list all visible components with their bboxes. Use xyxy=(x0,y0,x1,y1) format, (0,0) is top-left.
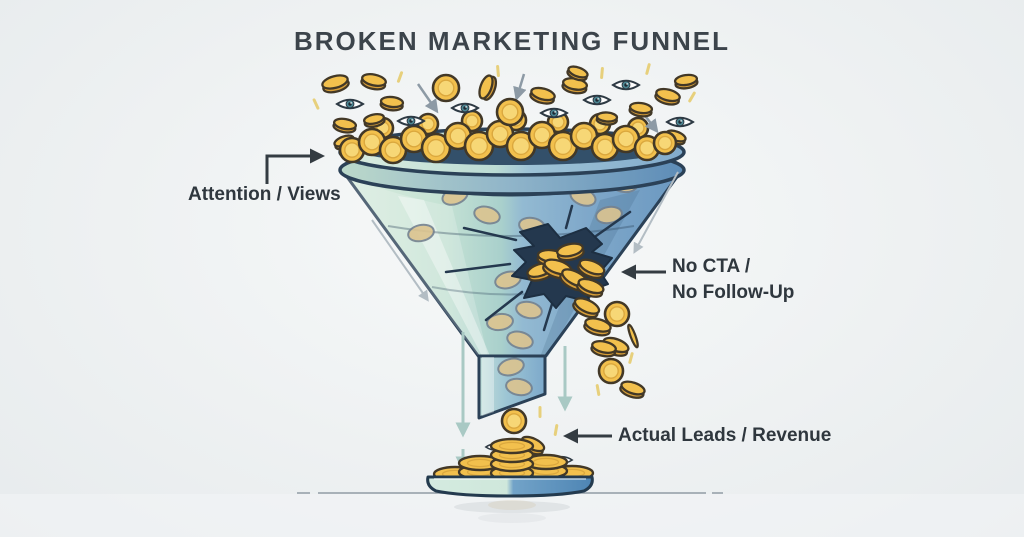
arrow-down-icon xyxy=(633,171,679,254)
coin-icon xyxy=(590,132,620,162)
diagram-title: BROKEN MARKETING FUNNEL xyxy=(294,26,730,56)
attention-arrow xyxy=(265,148,325,184)
coin-icon xyxy=(332,117,358,134)
coin-icon xyxy=(611,124,641,154)
faded-coin-icon xyxy=(506,330,534,350)
coin-icon xyxy=(321,74,350,94)
coin-icon xyxy=(363,112,386,128)
sparkle-icon xyxy=(645,63,651,75)
eye-icon xyxy=(582,94,612,106)
coin-icon xyxy=(495,97,525,127)
sparkle-icon xyxy=(688,91,696,103)
sparkle-icon xyxy=(312,98,320,110)
leaked-coin-icon xyxy=(583,317,612,337)
sparkle-icon xyxy=(538,406,542,418)
coin-icon xyxy=(673,73,699,90)
leaked-coin-icon xyxy=(597,357,625,385)
eye-icon xyxy=(611,79,641,91)
leaking-coins xyxy=(526,242,646,399)
sparkle-icon xyxy=(628,352,634,364)
faded-coin-icon xyxy=(497,357,525,377)
leaked-coin-icon xyxy=(556,242,585,262)
sparkle-icon xyxy=(595,384,601,396)
view-eyes xyxy=(335,79,695,128)
eye-icon xyxy=(335,98,365,110)
coins-inside-stem xyxy=(497,357,533,397)
faded-coin-icon xyxy=(505,377,533,397)
falling-coins xyxy=(321,65,699,134)
faded-coin-icon xyxy=(486,312,514,332)
leaked-coin-icon xyxy=(603,300,631,328)
coin-icon xyxy=(431,73,461,103)
coin-icon xyxy=(420,132,452,164)
plate xyxy=(426,475,594,498)
sparkle-icon xyxy=(600,67,604,79)
eye-icon xyxy=(539,107,569,119)
coin-icon xyxy=(505,130,537,162)
arrow-down-icon xyxy=(416,83,439,114)
faded-coin-icon xyxy=(595,205,623,225)
plate-reflection xyxy=(454,500,570,523)
coin-icon xyxy=(595,111,619,126)
eye-icon xyxy=(665,116,695,128)
sparkles xyxy=(312,63,696,436)
coin-icon xyxy=(652,130,678,156)
arrow-down-icon xyxy=(513,73,527,101)
arrow-down-icon xyxy=(371,219,429,302)
leaked-coin-icon xyxy=(627,323,639,349)
leaked-coin-icon xyxy=(572,297,601,319)
leaked-coin-icon xyxy=(619,380,646,399)
faded-coin-icon xyxy=(515,300,543,320)
leaked-coin-icon xyxy=(590,340,617,358)
label-attention-views: Attention / Views xyxy=(188,184,341,205)
coin-icon xyxy=(379,95,405,112)
label-no-cta-no-follow-up: No CTA / No Follow-Up xyxy=(672,256,795,303)
side-arrows xyxy=(371,171,679,302)
coin-icon xyxy=(566,65,589,82)
sparkle-icon xyxy=(396,71,404,83)
leaked-coin-icon xyxy=(576,277,605,298)
coin-icon xyxy=(628,101,654,118)
coin-icon xyxy=(654,87,681,106)
eye-icon xyxy=(450,102,480,114)
faded-coin-icon xyxy=(407,223,435,243)
floor-surface xyxy=(0,494,1024,537)
stacked-coin-icon xyxy=(489,437,535,455)
coin-icon xyxy=(360,73,387,91)
eye-icon xyxy=(396,115,426,127)
coin-icon xyxy=(478,74,498,101)
leaked-coin-icon xyxy=(577,258,606,280)
coin-icon xyxy=(529,86,556,105)
coins-inside-funnel xyxy=(407,174,638,350)
sparkle-icon xyxy=(553,424,559,436)
drip-coin-icon xyxy=(500,407,528,435)
sparkle-icon xyxy=(496,65,500,77)
label-actual-leads-revenue: Actual Leads / Revenue xyxy=(618,425,832,446)
faded-coin-icon xyxy=(473,205,501,225)
